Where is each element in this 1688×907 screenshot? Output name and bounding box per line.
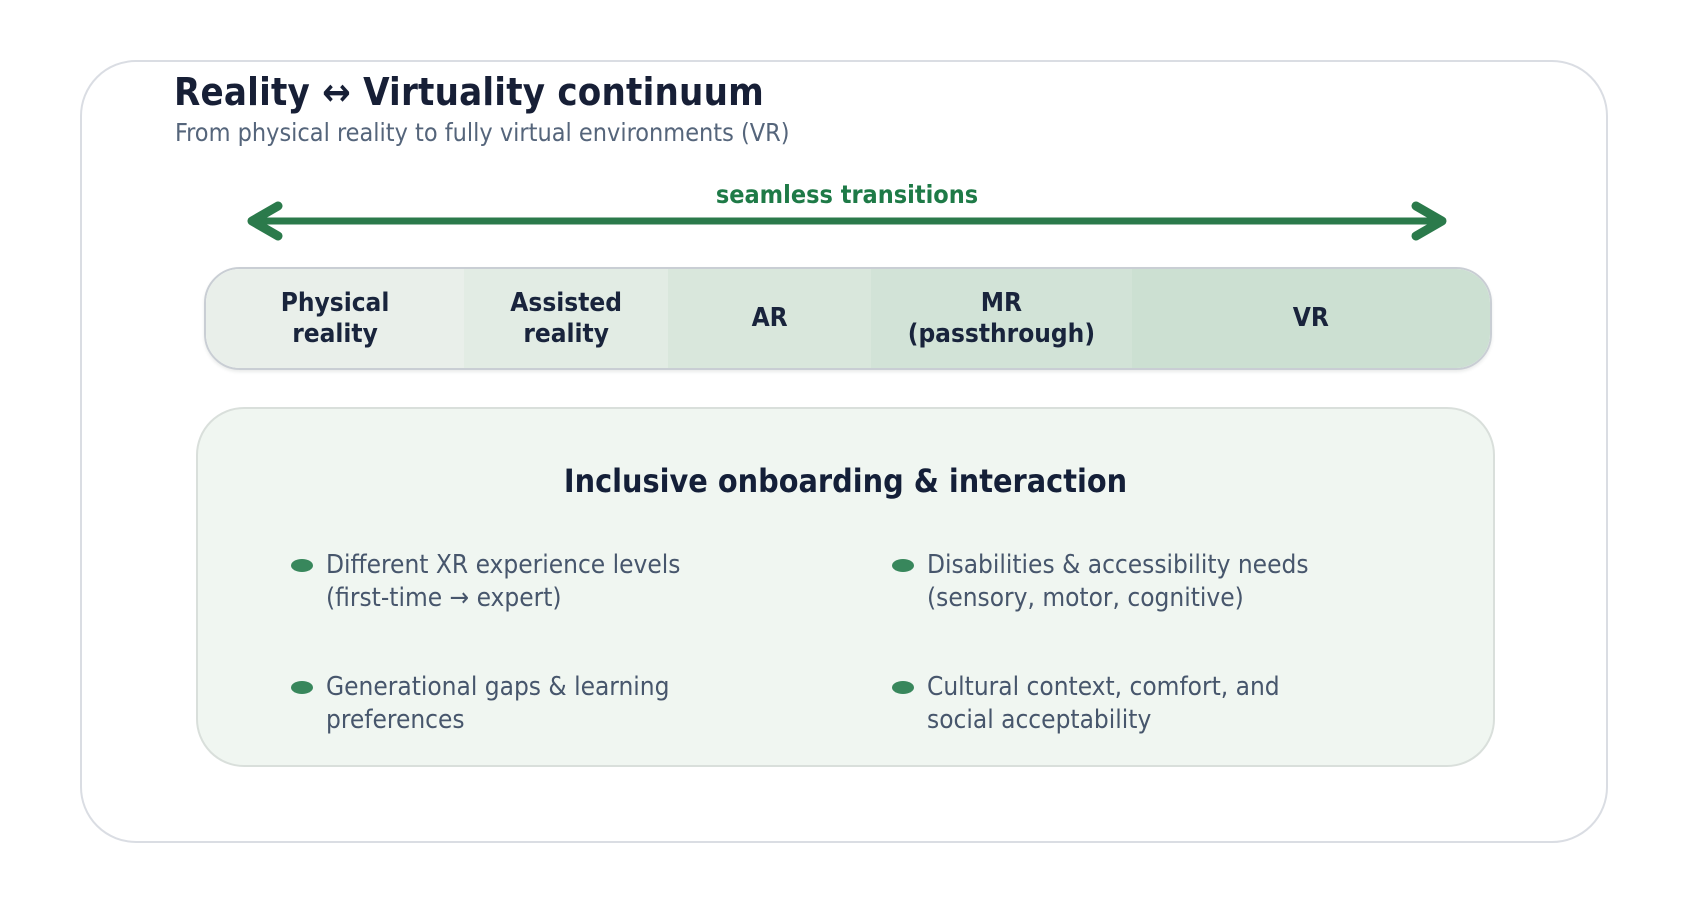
continuum-segment-0: Physical reality xyxy=(206,269,465,368)
segment-label-assisted-reality: Assisted reality xyxy=(510,287,622,349)
bullet-text: Generational gaps & learning preferences xyxy=(326,672,670,735)
bullet-text: Cultural context, comfort, and social ac… xyxy=(927,672,1280,735)
segment-label-ar: AR xyxy=(751,303,788,333)
segment-label-mr-passthrough: MR (passthrough) xyxy=(907,287,1096,349)
continuum-segment-1: Assisted reality xyxy=(464,269,669,368)
continuum-segment-3: MR (passthrough) xyxy=(871,269,1132,368)
page-title: Reality ↔ Virtuality continuum xyxy=(174,70,764,114)
bullet-marker-icon xyxy=(892,559,914,572)
bullet-marker-icon xyxy=(892,681,914,694)
bullet-list: Different XR experience levels (first-ti… xyxy=(291,549,1453,737)
double-arrow-icon xyxy=(247,201,1447,241)
seamless-transitions-label: seamless transitions xyxy=(715,180,979,209)
bullet-text: Disabilities & accessibility needs (sens… xyxy=(927,550,1309,613)
bullet-marker-icon xyxy=(291,681,313,694)
bullet-text: Different XR experience levels (first-ti… xyxy=(326,550,681,613)
continuum-segment-4: VR xyxy=(1131,269,1490,368)
bullet-item-cultural-context: Cultural context, comfort, and social ac… xyxy=(892,671,1453,737)
bullet-item-generational-gaps: Generational gaps & learning preferences xyxy=(291,671,892,737)
page-subtitle: From physical reality to fully virtual e… xyxy=(175,118,790,147)
segment-label-vr: VR xyxy=(1292,303,1329,333)
bullet-item-experience-levels: Different XR experience levels (first-ti… xyxy=(291,549,892,615)
continuum-segment-2: AR xyxy=(668,269,872,368)
panel-title: Inclusive onboarding & interaction xyxy=(563,462,1128,500)
continuum-card: Reality ↔ Virtuality continuum From phys… xyxy=(80,60,1608,843)
segment-label-physical-reality: Physical reality xyxy=(280,287,390,349)
bullet-marker-icon xyxy=(291,559,313,572)
inclusive-onboarding-panel: Inclusive onboarding & interaction Diffe… xyxy=(196,407,1495,767)
bullet-item-accessibility-needs: Disabilities & accessibility needs (sens… xyxy=(892,549,1453,615)
continuum-bar: Physical reality Assisted reality AR MR … xyxy=(204,267,1492,370)
